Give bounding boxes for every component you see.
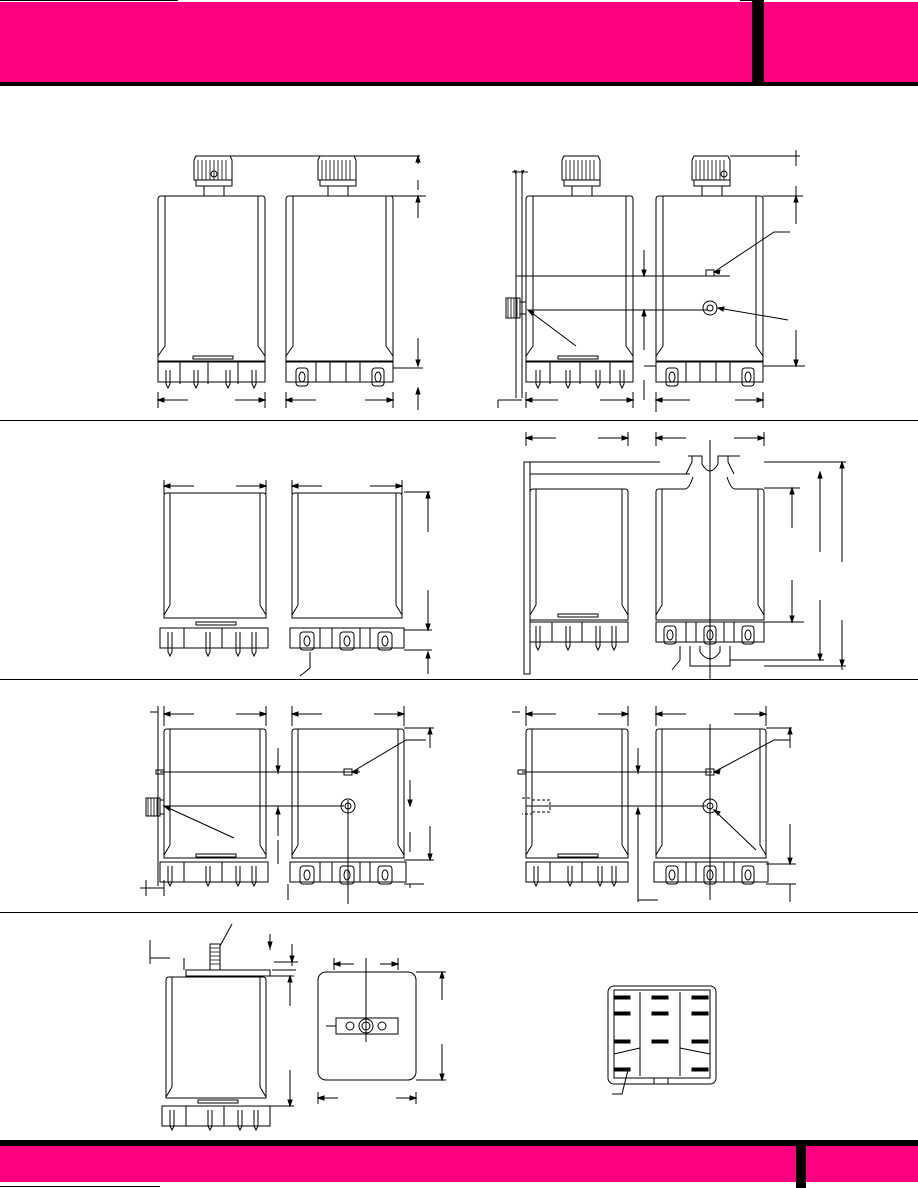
footer-band bbox=[0, 1140, 918, 1188]
s3-stud-right bbox=[275, 706, 434, 904]
s3-bracket-right bbox=[635, 706, 796, 902]
footer-bottom-rule bbox=[0, 1186, 160, 1187]
s1-front-right bbox=[230, 154, 426, 410]
s2-flange-right bbox=[654, 432, 846, 680]
s2-front-right bbox=[289, 480, 432, 677]
header-top-rule-left bbox=[0, 0, 178, 1]
header-side-bar bbox=[764, 2, 918, 82]
s4-top-view bbox=[316, 958, 446, 1104]
header-main-bar bbox=[0, 2, 752, 82]
s3-bracket-left bbox=[512, 706, 712, 888]
header-underline bbox=[0, 82, 918, 86]
header-band bbox=[0, 0, 918, 86]
footer-overline bbox=[0, 1140, 918, 1146]
footer-main-bar bbox=[0, 1146, 796, 1182]
s3-stud-left bbox=[140, 706, 360, 896]
footer-divider bbox=[796, 1140, 806, 1188]
s1-side-left bbox=[497, 155, 730, 408]
s2-front-left bbox=[159, 480, 269, 658]
section-divider-3 bbox=[0, 912, 918, 913]
section-divider-1 bbox=[0, 420, 918, 421]
footer-side-bar bbox=[806, 1146, 918, 1182]
header-top-rule-right bbox=[740, 0, 752, 1]
section-divider-2 bbox=[0, 679, 918, 680]
s4-knob-side bbox=[149, 923, 298, 1132]
header-divider bbox=[752, 0, 764, 86]
s4-socket-bottom bbox=[607, 985, 717, 1095]
s1-side-right bbox=[641, 150, 805, 412]
s2-flange-left bbox=[523, 432, 690, 675]
s1-front-left bbox=[156, 155, 267, 408]
